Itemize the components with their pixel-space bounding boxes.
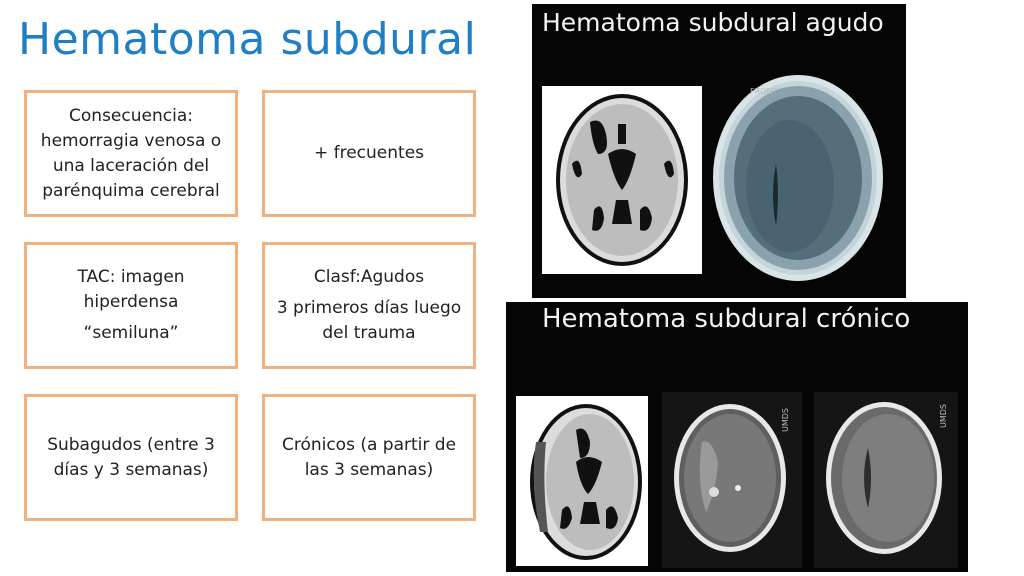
card-consecuencia: Consecuencia: hemorragia venosa o una la… bbox=[24, 90, 238, 217]
card-text: 3 primeros días luego del trauma bbox=[276, 298, 462, 343]
card-text: Subagudos (entre 3 días y 3 semanas) bbox=[47, 434, 215, 480]
card-agudos: Clasf:Agudos 3 primeros días luego del t… bbox=[262, 242, 476, 369]
card-text: Clasf:Agudos bbox=[313, 267, 425, 287]
card-text: Crónicos (a partir de las 3 semanas) bbox=[281, 434, 457, 480]
card-text: “semiluna” bbox=[83, 323, 179, 343]
acute-ct-illustration: FRONT bbox=[542, 75, 883, 281]
slide-title: Hematoma subdural bbox=[18, 14, 477, 65]
acute-hematoma-figure: Hematoma subdural agudo FRONT bbox=[532, 4, 906, 298]
scan-label: UMDS bbox=[939, 404, 948, 428]
scan-label: UMDS bbox=[781, 408, 790, 432]
card-text: Consecuencia: hemorragia venosa o una la… bbox=[40, 105, 222, 201]
chronic-hematoma-figure: Hematoma subdural crónico UMDS UMDS bbox=[506, 302, 968, 572]
scan-label: FRONT bbox=[750, 87, 777, 96]
card-tac: TAC: imagen hiperdensa “semiluna” bbox=[24, 242, 238, 369]
card-cronicos: Crónicos (a partir de las 3 semanas) bbox=[262, 394, 476, 521]
figure-title: Hematoma subdural agudo bbox=[542, 8, 884, 37]
figure-title: Hematoma subdural crónico bbox=[542, 304, 911, 334]
card-text: TAC: imagen hiperdensa bbox=[77, 267, 185, 312]
chronic-ct-illustration: UMDS UMDS bbox=[516, 392, 958, 568]
card-text: + frecuentes bbox=[313, 143, 425, 163]
card-frecuentes: + frecuentes bbox=[262, 90, 476, 217]
card-subagudos: Subagudos (entre 3 días y 3 semanas) bbox=[24, 394, 238, 521]
